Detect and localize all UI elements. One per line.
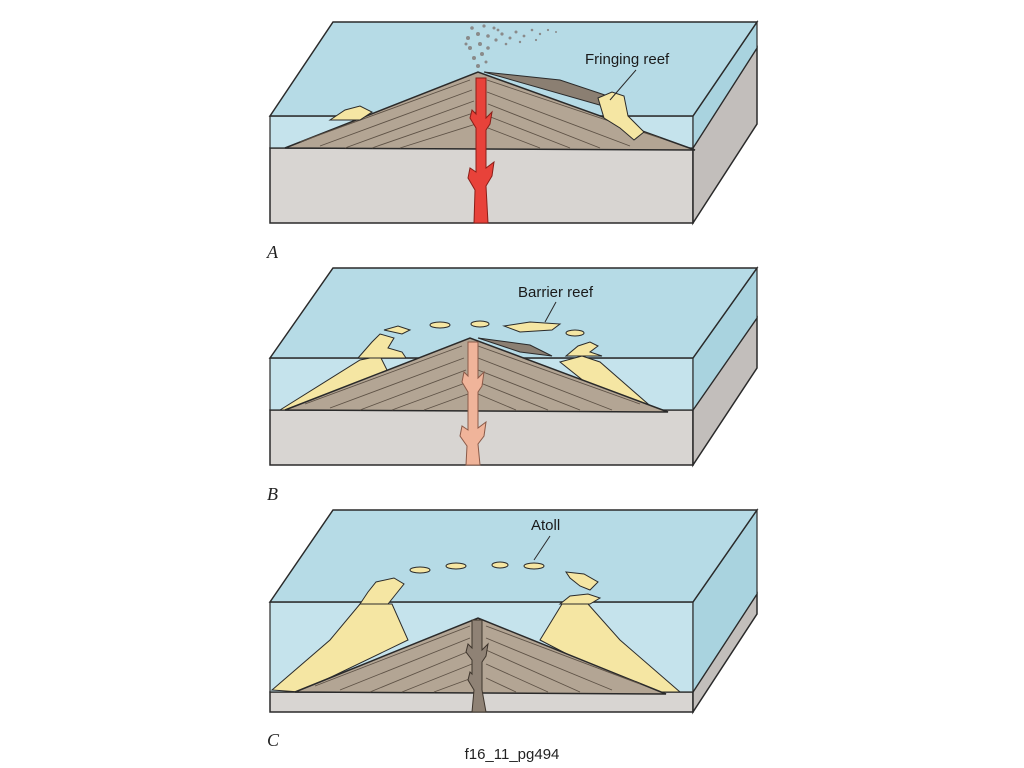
panel-b-letter: B <box>267 484 278 504</box>
panel-a-letter: A <box>266 242 279 262</box>
panel-c-volcano-layers <box>314 625 641 693</box>
panel-a-volcano-cone <box>284 71 696 151</box>
panel-b-magma-conduit <box>459 341 487 466</box>
panel-c-callout-leader <box>533 535 551 561</box>
panel-b-upper-slope <box>477 337 553 357</box>
panel-b-water-surface <box>268 267 759 359</box>
panel-a-fringing-reef: Fringing reef A <box>266 20 759 262</box>
panel-c-callout-label: Atoll <box>531 517 560 534</box>
panel-a-callout-label: Fringing reef <box>585 51 670 68</box>
panel-b-callout-label: Barrier reef <box>518 284 594 301</box>
panel-b-reef-ring <box>356 320 603 359</box>
panel-c-water-surface <box>268 509 759 603</box>
panel-c-letter: C <box>267 730 280 750</box>
figure-caption: f16_11_pg494 <box>464 746 560 763</box>
panel-c-atoll-ring <box>359 561 602 605</box>
panel-a-callout-leader <box>609 69 637 101</box>
panel-a-magma-conduit <box>467 77 495 224</box>
panel-b-volcano-layers <box>304 345 641 411</box>
panel-c-atoll: Atoll C <box>267 508 759 750</box>
panel-b-callout-leader <box>544 301 557 323</box>
panel-b-barrier-reef: Barrier reef B <box>267 266 759 504</box>
panel-a-eruption-plume <box>464 24 557 68</box>
panel-a-volcano-layers <box>299 79 661 149</box>
panel-a-reef-left <box>328 105 373 121</box>
panel-c-extinct-conduit <box>465 619 489 713</box>
